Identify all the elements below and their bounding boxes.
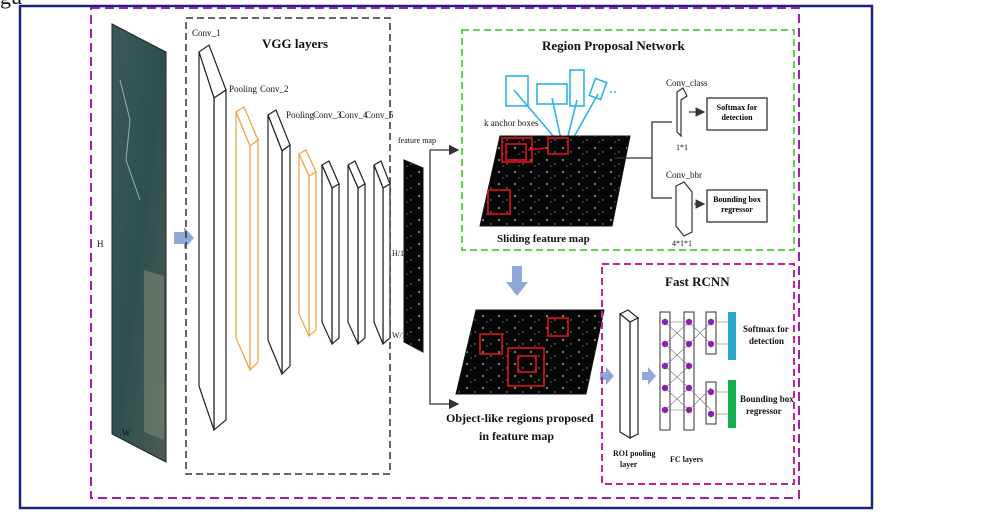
vgg-pool1-block bbox=[235, 106, 259, 372]
rpn-softmax-box bbox=[706, 97, 768, 131]
fast-softmax-line1: Softmax for bbox=[743, 324, 789, 334]
arrow-to-roi bbox=[600, 367, 614, 385]
proposal-boxes bbox=[479, 317, 569, 387]
rpn-title: Region Proposal Network bbox=[542, 38, 686, 53]
input-image bbox=[111, 23, 167, 463]
arrow-to-rpn bbox=[429, 144, 460, 258]
conv-bbr-label: Conv_bbr bbox=[666, 170, 702, 180]
cls-output-bar bbox=[728, 312, 736, 360]
vgg-pool1-label: Pooling bbox=[229, 84, 258, 94]
sliding-feature-map bbox=[479, 135, 631, 227]
feature-map bbox=[403, 159, 424, 353]
vgg-conv1-block bbox=[198, 44, 227, 432]
anchor-boxes bbox=[505, 69, 618, 145]
proposals-label-line1: Object-like regions proposed bbox=[446, 411, 594, 425]
vgg-conv5-label: Conv_5 bbox=[365, 110, 394, 120]
sliding-feature-map-label: Sliding feature map bbox=[497, 233, 590, 245]
outer-dashed-box bbox=[90, 7, 800, 499]
input-height-label: H bbox=[97, 239, 104, 249]
roi-pooling-block bbox=[618, 309, 640, 440]
rpn-bbox-label: Bounding box regressor bbox=[713, 195, 761, 214]
rpn-branch-arrows bbox=[614, 121, 672, 199]
roi-label-line2: layer bbox=[620, 460, 638, 469]
feature-map-w-label: W/16 bbox=[392, 331, 410, 340]
rpn-bbox-box bbox=[706, 189, 768, 223]
vgg-pool2-label: Pooling bbox=[286, 110, 315, 120]
fast-rcnn-box bbox=[601, 263, 795, 485]
conv-class-label: Conv_class bbox=[666, 78, 708, 88]
vgg-conv2-block bbox=[267, 109, 291, 376]
proposals-label-line2: in feature map bbox=[479, 429, 554, 443]
outer-frame bbox=[18, 4, 874, 510]
arrow-to-vgg bbox=[174, 227, 194, 249]
proposals-feature-map bbox=[455, 309, 605, 395]
roi-label-line1: ROI pooling bbox=[613, 449, 655, 458]
vgg-conv3-label: Conv_3 bbox=[313, 110, 342, 120]
vgg-conv2-label: Conv_2 bbox=[260, 84, 289, 94]
fc-layers bbox=[659, 311, 728, 431]
conv-class-block bbox=[676, 87, 688, 138]
input-width-label: W bbox=[122, 428, 131, 438]
vgg-conv3-block bbox=[321, 160, 340, 346]
rpn-box bbox=[461, 29, 795, 251]
feature-map-label: feature map bbox=[398, 136, 436, 145]
conv-bbr-block bbox=[675, 181, 693, 237]
fc-layers-label: FC layers bbox=[670, 455, 703, 464]
vgg-title: VGG layers bbox=[262, 36, 328, 51]
sliding-proposals bbox=[487, 137, 569, 215]
anchor-boxes-label: k anchor boxes bbox=[484, 118, 539, 128]
conv-bbr-kernel-label: 4*1*1 bbox=[672, 239, 692, 248]
arrow-roi-to-fc bbox=[642, 367, 656, 385]
vgg-conv5-block bbox=[373, 160, 391, 346]
fast-bbox-line2: regressor bbox=[746, 406, 782, 416]
vgg-pool2-block bbox=[298, 149, 317, 338]
arrow-rpn-to-proposals bbox=[506, 266, 528, 296]
rpn-softmax-label: Softmax for detection bbox=[716, 103, 758, 122]
arrow-to-proposals bbox=[429, 258, 460, 410]
top-fragment: gu bbox=[0, 0, 22, 9]
feature-map-h-label: H/16 bbox=[392, 249, 408, 258]
vgg-conv4-block bbox=[347, 160, 366, 346]
fast-rcnn-title: Fast RCNN bbox=[665, 274, 730, 289]
reg-output-bar bbox=[728, 380, 736, 428]
vgg-conv1-label: Conv_1 bbox=[192, 28, 221, 38]
fast-bbox-line1: Bounding box bbox=[740, 394, 794, 404]
fast-softmax-line2: detection bbox=[749, 336, 784, 346]
conv-class-kernel-label: 1*1 bbox=[676, 143, 688, 152]
vgg-conv4-label: Conv_4 bbox=[339, 110, 368, 120]
